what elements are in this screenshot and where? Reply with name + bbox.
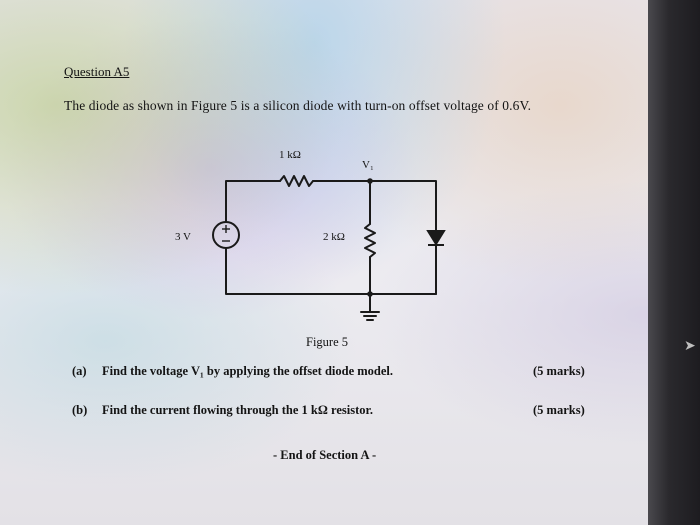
monitor-bezel (648, 0, 700, 525)
part-a-tag: (a) (72, 364, 87, 378)
question-intro: The diode as shown in Figure 5 is a sili… (64, 98, 532, 113)
end-of-section-note: - End of Section A - (273, 448, 377, 462)
wire-left-bottom (225, 247, 437, 295)
node-v1-label: V₁ (362, 159, 374, 171)
part-a-text: Find the voltage V₁ by applying the offs… (102, 364, 394, 378)
resistor-1k-icon (279, 175, 314, 187)
node-ground-dot (367, 291, 373, 297)
source-voltage-label: 3 V (175, 231, 191, 243)
part-b-tag: (b) (72, 403, 88, 417)
resistor-2k-label: 2 kΩ (323, 231, 345, 243)
part-a-marks: (5 marks) (533, 364, 585, 378)
part-b-marks: (5 marks) (533, 403, 585, 417)
figure-caption: Figure 5 (306, 335, 349, 349)
question-title: Question A5 (64, 64, 130, 79)
source-polarity-icon (222, 225, 230, 242)
wire-top-right (312, 180, 437, 226)
node-v1-dot (367, 178, 373, 184)
ground-icon (360, 311, 380, 321)
resistor-2k-icon (364, 223, 376, 258)
diode-icon (426, 225, 446, 246)
wire-top-left (225, 180, 281, 222)
resistor-1k-label: 1 kΩ (279, 149, 301, 161)
mouse-cursor-icon: ➤ (684, 338, 696, 354)
part-b-text: Find the current flowing through the 1 k… (102, 403, 374, 417)
